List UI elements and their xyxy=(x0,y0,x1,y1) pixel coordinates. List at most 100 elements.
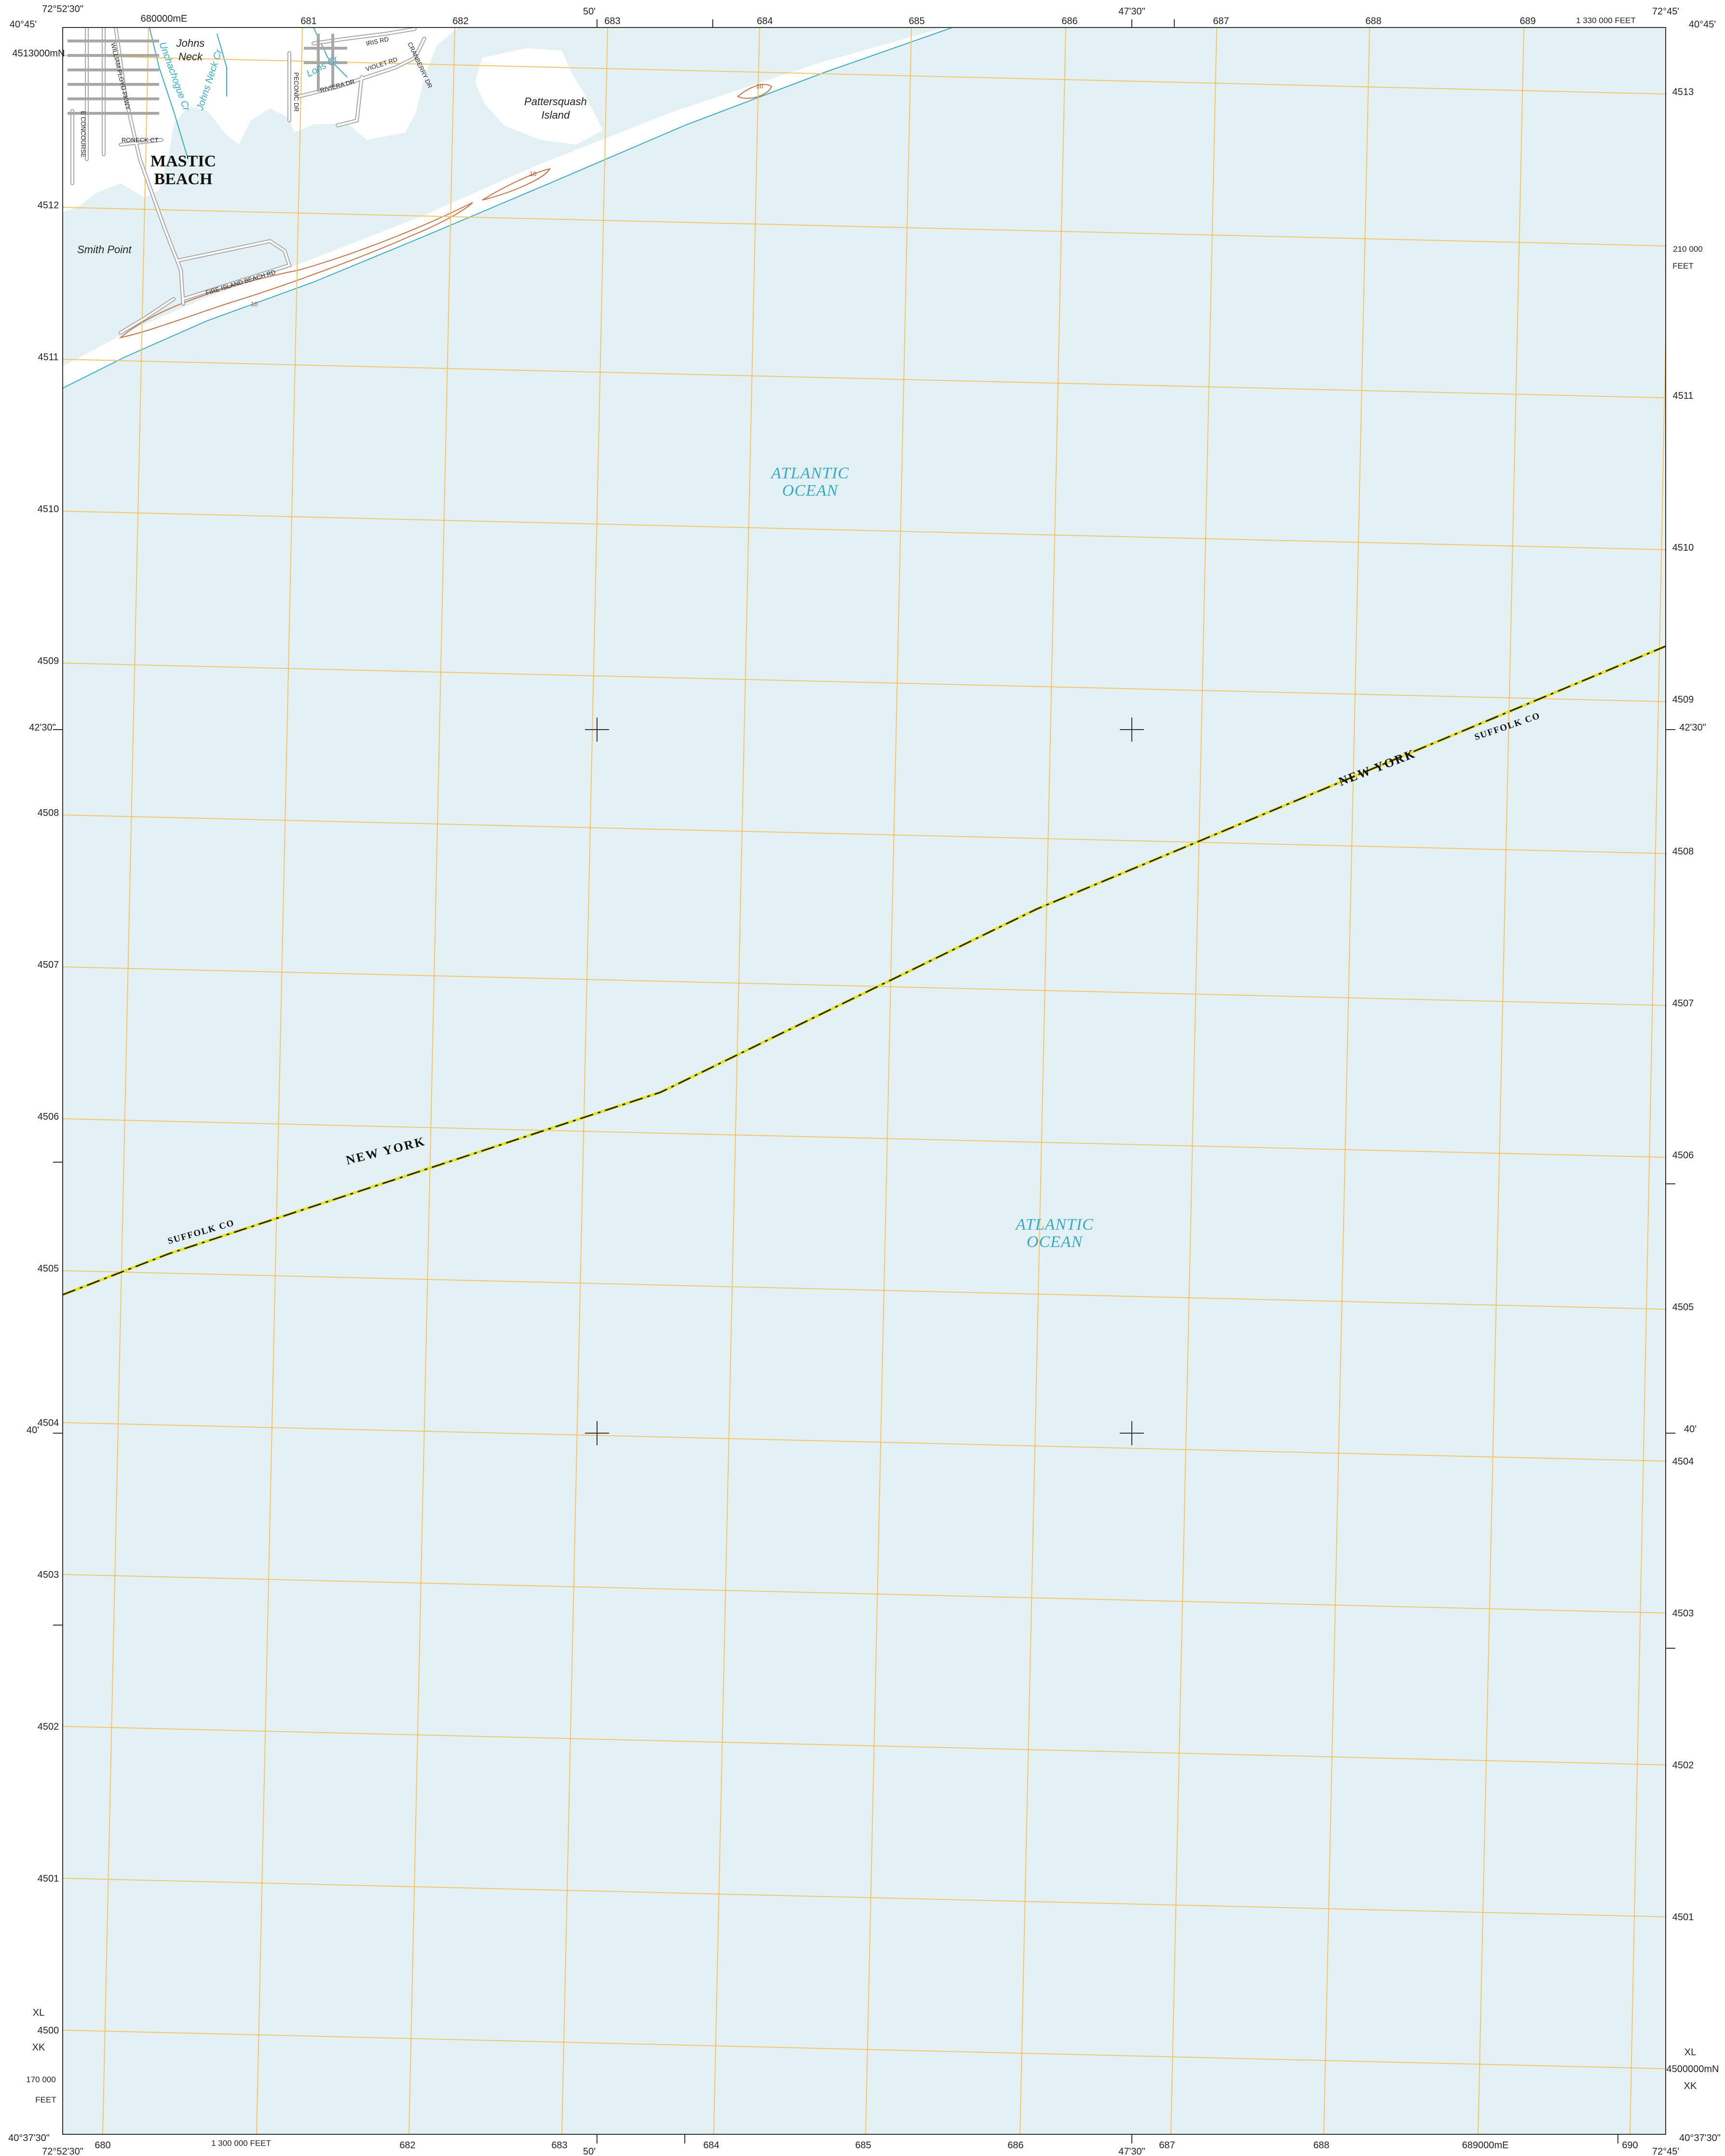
tick-label: 1 300 000 FEET xyxy=(211,2139,271,2148)
tick-label: 4512 xyxy=(38,200,59,211)
tick-label: 680 xyxy=(95,2140,110,2151)
tick-label: 4505 xyxy=(38,1263,59,1274)
tick-label: XL xyxy=(1684,2047,1696,2058)
tick-label: 42'30" xyxy=(1679,722,1706,733)
e-concourse-label: E CONCOURSE xyxy=(80,111,87,158)
tick-label: 4502 xyxy=(1672,1760,1694,1771)
smith-point-label: Smith Point xyxy=(77,244,132,256)
tick-label: 1 330 000 FEET xyxy=(1576,16,1636,25)
mainland-land xyxy=(63,27,945,212)
tick-label: 684 xyxy=(703,2140,719,2151)
ocean-shoreline xyxy=(63,27,953,389)
map-collar: 72°52'30" 40°45' 72°45' 40°45' 72°52'30"… xyxy=(8,4,1721,2156)
tick-label: XL xyxy=(33,2007,44,2018)
tick-label: 686 xyxy=(1007,2140,1023,2151)
tick-label: 4511 xyxy=(1672,391,1693,401)
tick-label: 4502 xyxy=(38,1722,59,1732)
tick-label: 4511 xyxy=(38,352,58,363)
tick-label: 4504 xyxy=(1672,1456,1694,1467)
johns-neck-label: Neck xyxy=(178,51,203,63)
tick-label: 4513000mN xyxy=(13,48,65,59)
tick-label: 210 000 xyxy=(1673,244,1702,254)
corner-ne-lon: 72°45' xyxy=(1652,6,1679,17)
ocean-label-north: OCEAN xyxy=(782,482,839,500)
tick-label: 680000mE xyxy=(141,14,188,24)
corner-se-lat: 40°37'30" xyxy=(1679,2133,1721,2143)
tick-label: 686 xyxy=(1061,16,1077,27)
tick-label: 4510 xyxy=(38,504,59,515)
tick-label: 40' xyxy=(1684,1424,1697,1435)
tick-label: 683 xyxy=(551,2140,567,2151)
tick-label: 50' xyxy=(583,6,596,17)
creek xyxy=(217,33,227,96)
contour-line xyxy=(119,202,473,339)
tick-label: 47'30" xyxy=(1118,6,1145,17)
tick-label: 40' xyxy=(27,1425,39,1436)
street-grid xyxy=(68,34,347,115)
tick-label: FEET xyxy=(35,2095,56,2104)
tick-label: 4503 xyxy=(38,1570,59,1580)
ocean-label-north: ATLANTIC xyxy=(770,464,849,482)
tick-label: 4509 xyxy=(1672,694,1694,705)
collar-tick-marks xyxy=(53,19,1675,2143)
tick-label: 688 xyxy=(1313,2140,1329,2151)
pattersquash-island-label: Island xyxy=(542,109,570,121)
tick-label: 4506 xyxy=(38,1112,59,1122)
tick-label: 683 xyxy=(604,16,620,27)
map-frame: ATLANTIC OCEAN ATLANTIC OCEAN Johns Neck… xyxy=(62,27,1666,2135)
tick-label: 4507 xyxy=(1672,998,1694,1009)
top-tick-labels: 680000mE 681 682 50' 683 684 685 686 47'… xyxy=(141,6,1636,27)
tick-label: 4505 xyxy=(1672,1302,1694,1313)
corner-nw-lat: 40°45' xyxy=(10,19,37,30)
contour-label: 10 xyxy=(756,82,763,90)
tick-label: 682 xyxy=(399,2140,415,2151)
ocean-label-south: ATLANTIC xyxy=(1015,1216,1094,1234)
map-neatline xyxy=(62,27,1666,2135)
tick-label: XK xyxy=(32,2042,45,2053)
tick-label: 4500 xyxy=(38,2025,59,2036)
tick-label: 47'30" xyxy=(1118,2146,1145,2156)
corner-ne-lat: 40°45' xyxy=(1689,19,1716,30)
tick-label: 50' xyxy=(583,2146,596,2156)
peconic-dr-label: PECONIC DR xyxy=(293,72,300,112)
left-tick-labels: 4513000mN 4512 4511 4510 4509 42'30" 450… xyxy=(13,48,65,2104)
tick-label: 687 xyxy=(1213,16,1229,27)
tick-label: 4510 xyxy=(1672,542,1694,553)
roneck-ct-label: RONECK CT xyxy=(122,136,159,144)
johns-neck-land xyxy=(159,27,231,111)
contour-line xyxy=(737,84,773,99)
tick-label: 4504 xyxy=(38,1418,59,1428)
pattersquash-island-land xyxy=(475,48,603,145)
corner-sw-lat: 40°37'30" xyxy=(8,2133,50,2143)
corner-se-lon: 72°45' xyxy=(1652,2146,1679,2156)
tick-label: 689 xyxy=(1520,16,1535,27)
pattersquash-island-label: Pattersquash xyxy=(524,95,587,108)
tick-label: FEET xyxy=(1672,261,1693,271)
tick-label: 4509 xyxy=(38,656,59,666)
tick-label: 687 xyxy=(1159,2140,1175,2151)
graticule-crosses xyxy=(585,718,1144,1445)
corner-sw-lon: 72°52'30" xyxy=(42,2146,83,2156)
boundary-line xyxy=(63,645,1666,1296)
tick-label: 685 xyxy=(855,2140,871,2151)
tick-label: 682 xyxy=(452,16,468,27)
tick-label: 170 000 xyxy=(26,2075,55,2084)
tick-label: 681 xyxy=(300,16,316,27)
tick-label: 685 xyxy=(909,16,924,27)
ocean-area xyxy=(63,27,1666,2134)
tick-label: XK xyxy=(1684,2081,1697,2091)
utm-grid xyxy=(63,27,1666,2134)
bottom-tick-labels: 680 1 300 000 FEET 682 683 50' 684 685 6… xyxy=(95,2139,1638,2156)
contour-label: 10 xyxy=(530,170,536,177)
tick-label: 4506 xyxy=(1672,1150,1694,1161)
mastic-beach-label: BEACH xyxy=(154,170,213,188)
tick-label: 688 xyxy=(1365,16,1381,27)
right-tick-labels: 4513 210 000 FEET 4511 4510 4509 42'30" … xyxy=(1667,87,1719,2091)
tick-label: 4503 xyxy=(1672,1608,1694,1619)
creek xyxy=(149,27,189,160)
mastic-beach-label: MASTIC xyxy=(150,152,216,170)
tick-label: 4501 xyxy=(38,1873,59,1884)
ocean-label-south: OCEAN xyxy=(1027,1233,1084,1251)
tick-label: 689000mE xyxy=(1462,2140,1509,2151)
